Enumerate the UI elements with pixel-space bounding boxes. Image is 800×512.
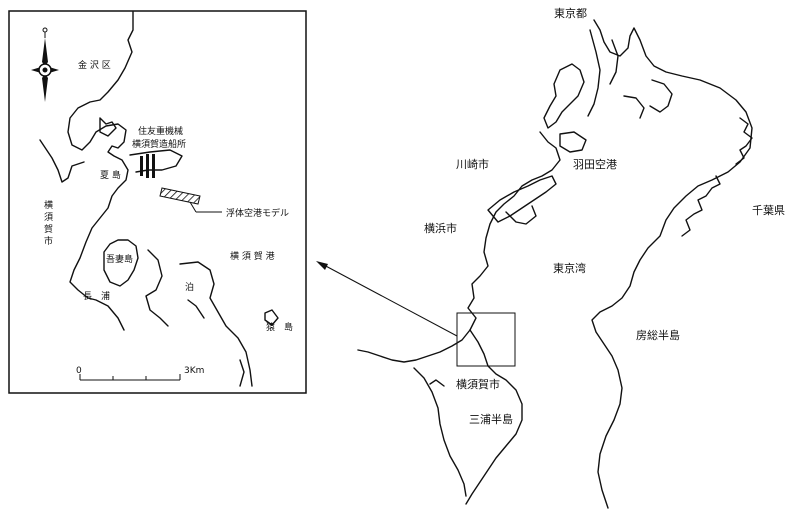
label-yokosuka-vertical: 横須賀市 [44, 199, 53, 247]
inset-coastline [39, 11, 279, 387]
label-haneda: 羽田空港 [573, 157, 617, 171]
compass-rose-icon [31, 27, 59, 102]
label-tokyo-bay: 東京湾 [553, 261, 586, 275]
inset-locator-box [456, 312, 516, 367]
label-float-model: 浮体空港モデル [226, 207, 289, 219]
label-tokyo-to: 東京都 [554, 6, 587, 20]
label-azumajima: 吾妻島 [106, 253, 133, 265]
label-kanazawa: 金 沢 区 [78, 59, 111, 71]
scale-zero: 0 [76, 366, 82, 376]
label-sarushima: 猿 島 [266, 321, 293, 333]
label-boso: 房総半島 [636, 328, 680, 342]
label-sumitomo-1: 住友重機械 [138, 125, 183, 137]
main-map: 東京都 川崎市 羽田空港 横浜市 千葉県 東京湾 房総半島 横須賀市 三浦半島 [357, 6, 785, 509]
label-yokosuka: 横須賀市 [456, 377, 500, 391]
label-miura: 三浦半島 [469, 412, 513, 426]
label-yokosuka-port: 横 須 賀 港 [230, 250, 275, 262]
label-sumitomo-2: 横須賀造船所 [132, 138, 186, 150]
label-nagaura: 長 浦 [83, 290, 110, 302]
label-yokohama: 横浜市 [424, 221, 457, 235]
label-tomari: 泊 [185, 282, 194, 293]
scale-end: 3Km [184, 366, 204, 376]
label-chiba: 千葉県 [752, 203, 785, 217]
label-natsushima: 夏 島 [100, 169, 121, 181]
shipyard-docks [140, 154, 155, 178]
label-kawasaki: 川崎市 [456, 157, 489, 171]
scale-bar: 0 3Km [76, 366, 204, 381]
floating-airport-model [159, 187, 222, 213]
main-coastline [357, 19, 753, 509]
inset-pointer-arrow [316, 261, 458, 337]
inset-frame [8, 10, 307, 394]
inset-map: 金 沢 区 住友重機械 横須賀造船所 夏 島 浮体空港モデル 横 須 賀 港 吾… [8, 10, 307, 394]
